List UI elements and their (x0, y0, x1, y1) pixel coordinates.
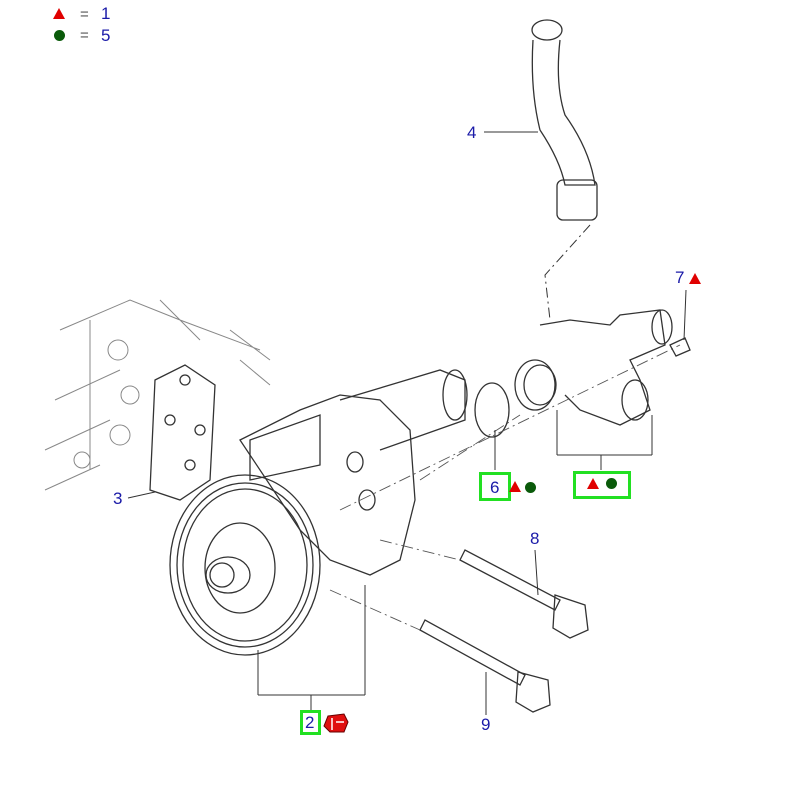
callout-8[interactable]: 8 (530, 529, 540, 548)
red-book-icon[interactable] (322, 712, 350, 734)
housing-circle-icon (606, 478, 617, 489)
callout-3[interactable]: 3 (113, 489, 123, 508)
housing-triangle-icon (587, 478, 599, 489)
engine-block-outline (44, 299, 271, 491)
water-pump-part-2 (169, 369, 468, 656)
callout-4[interactable]: 4 (467, 123, 477, 142)
callout-6-triangle-icon (509, 481, 521, 492)
legend-equals: = (80, 6, 89, 23)
callout-2[interactable]: 2 (305, 713, 315, 732)
callout-6-circle-icon (525, 482, 536, 493)
legend-equals: = (80, 27, 89, 44)
legend-triangle-icon (53, 8, 65, 19)
thermostat-housing-highlight[interactable] (573, 471, 631, 499)
o-ring-part-6 (474, 382, 510, 438)
gasket-part-3 (149, 364, 216, 501)
callout-6[interactable]: 6 (490, 478, 500, 497)
legend-circle-icon (54, 30, 65, 41)
bolt-part-9 (419, 619, 551, 713)
callout-7[interactable]: 7 (675, 268, 685, 287)
legend-circle-count: 5 (101, 26, 111, 45)
bolt-part-8 (459, 549, 589, 639)
thermostat-housing (514, 309, 673, 426)
callout-2-highlight[interactable] (300, 710, 321, 735)
callout-9[interactable]: 9 (481, 715, 491, 734)
callout-7-triangle-icon (689, 273, 701, 284)
legend-triangle-count: 1 (101, 4, 111, 23)
hose-part-4 (531, 19, 598, 221)
bolt-part-7 (669, 337, 691, 357)
